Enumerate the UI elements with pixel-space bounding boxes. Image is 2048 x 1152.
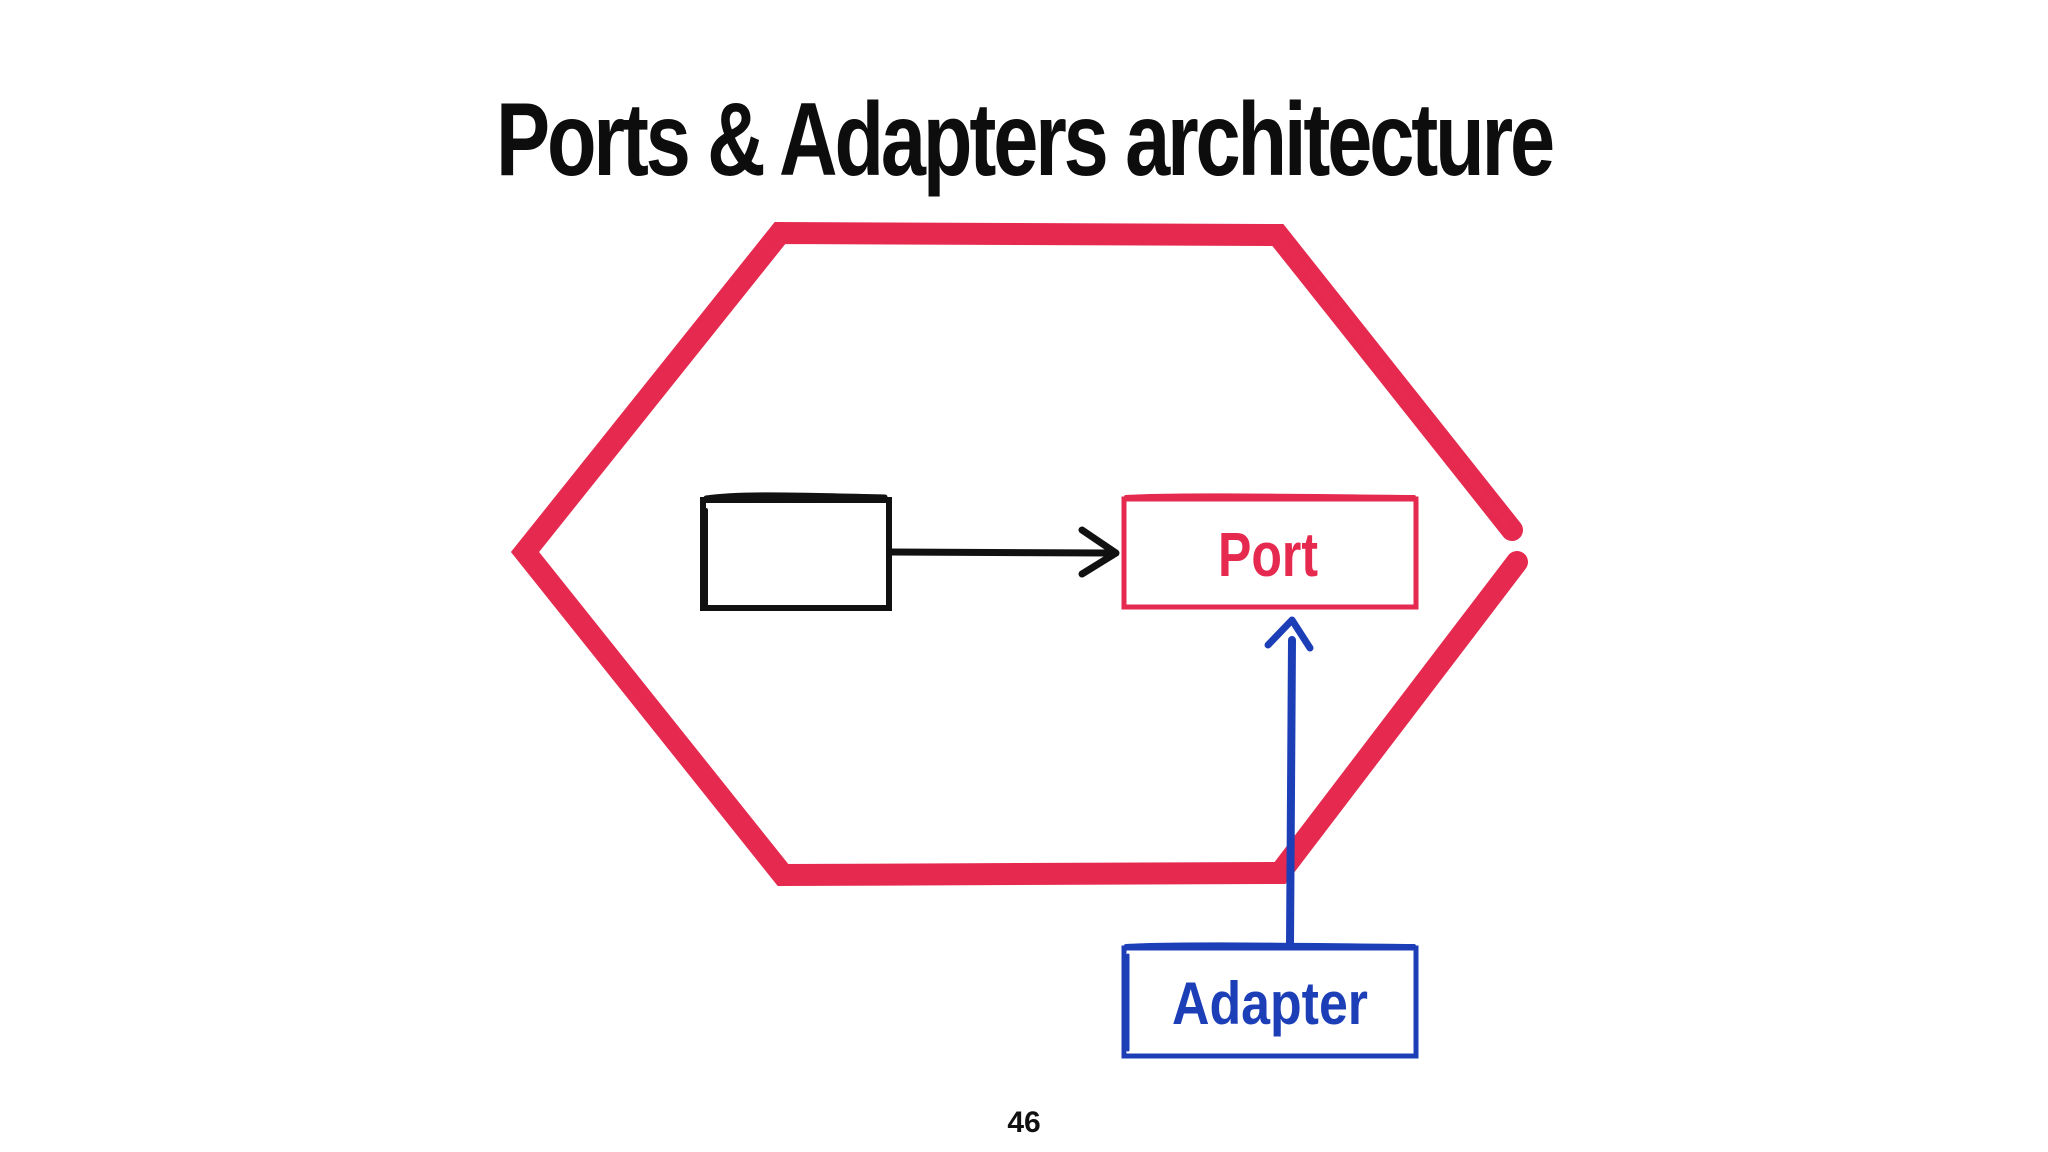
core-box xyxy=(700,492,892,611)
adapter-label: Adapter xyxy=(1172,970,1368,1037)
hexagon-boundary xyxy=(510,221,1528,887)
page-number: 46 xyxy=(1007,1106,1041,1139)
adapter-box: Adapter xyxy=(1121,942,1419,1059)
core-to-port-arrow xyxy=(886,526,1120,578)
port-box: Port xyxy=(1121,493,1419,610)
port-label: Port xyxy=(1218,521,1318,590)
adapter-to-port-arrow xyxy=(1264,616,1314,949)
slide-title: Ports & Adapters architecture xyxy=(495,82,1555,198)
